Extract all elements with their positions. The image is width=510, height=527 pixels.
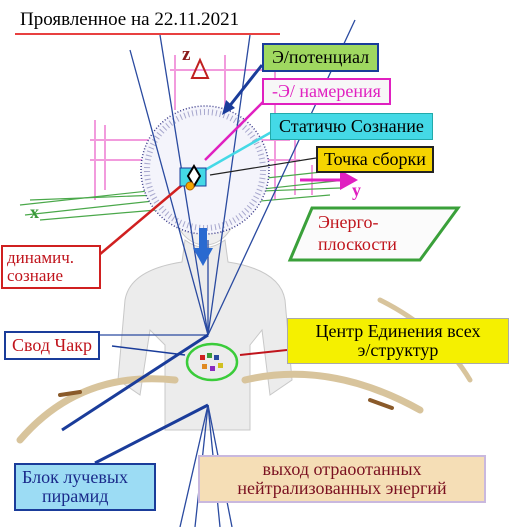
label-static-consciousness: Статичю Сознание bbox=[270, 113, 433, 140]
pointer-lines bbox=[98, 99, 317, 356]
exit-line-2: нейтрализованных энергий bbox=[237, 477, 447, 498]
dynamic-line-1: динамич. bbox=[7, 248, 75, 267]
block-line-1: Блок лучевых bbox=[22, 467, 128, 487]
arrow-down-icon bbox=[193, 228, 213, 266]
arrow-left-icon bbox=[222, 64, 264, 115]
label-dynamic-consciousness: динамич. сознаие bbox=[1, 245, 101, 289]
center-line-2: э/структур bbox=[357, 339, 439, 360]
axis-y-label: y bbox=[352, 180, 361, 200]
label-pyramid-block: Блок лучевых пирамид bbox=[14, 463, 156, 511]
label-energy-exit: выход отраоотанных нейтрализованных энер… bbox=[198, 455, 486, 503]
label-assembly-point: Точка сборки bbox=[316, 146, 434, 173]
page-title: Проявленное на 22.11.2021 bbox=[20, 9, 240, 30]
label-intentions: -Э/ намерения bbox=[262, 78, 391, 105]
arrow-right-icon bbox=[300, 170, 358, 190]
chakra-cluster-icon bbox=[185, 342, 239, 382]
label-energy-planes: Энерго- плоскости bbox=[318, 212, 397, 255]
label-unity-center: Центр Единения всех э/структур bbox=[287, 318, 509, 364]
dynamic-line-2: сознаие bbox=[7, 265, 64, 285]
energy-planes-shape bbox=[287, 206, 461, 262]
axis-z-marker bbox=[190, 57, 210, 79]
center-line-1: Центр Единения всех bbox=[315, 321, 481, 341]
title-underline bbox=[15, 33, 280, 35]
exit-line-1: выход отраоотанных bbox=[262, 459, 422, 479]
axis-x-label: x bbox=[30, 202, 39, 222]
label-potential: Э/потенциал bbox=[262, 43, 380, 72]
label-chakra-vault: Свод Чакр bbox=[4, 331, 100, 360]
energy-planes-line-2: плоскости bbox=[318, 233, 397, 254]
assembly-point-marker bbox=[179, 164, 207, 191]
block-line-2: пирамид bbox=[42, 485, 109, 506]
energy-planes-line-1: Энерго- bbox=[318, 212, 379, 232]
axis-z-label: z bbox=[182, 44, 191, 65]
